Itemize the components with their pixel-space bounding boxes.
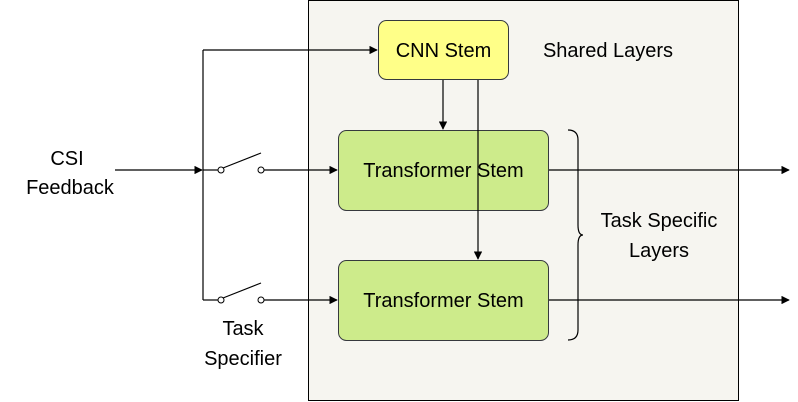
- task-specific-label-line2: Layers: [629, 240, 689, 262]
- transformer-stem-bottom-label: Transformer Stem: [363, 290, 523, 312]
- transformer-stem-bottom-block: [338, 260, 549, 341]
- cnn-stem-label: CNN Stem: [396, 40, 492, 62]
- switch-bottom-blade: [222, 282, 262, 299]
- switch-bottom-contact-left: [217, 296, 225, 304]
- task-specifier-label-line1: Task: [222, 318, 264, 340]
- task-specific-label-line1: Task Specific: [601, 210, 718, 232]
- switch-top-contact-left: [217, 166, 225, 174]
- shared-layers-label: Shared Layers: [543, 40, 673, 62]
- task-specifier-label-line2: Specifier: [204, 348, 282, 370]
- switch-bottom-contact-right: [257, 296, 265, 304]
- task-specific-brace: [567, 129, 584, 341]
- switch-top-blade: [222, 152, 262, 169]
- cnn-stem-block: [378, 20, 509, 80]
- transformer-stem-top-label: Transformer Stem: [363, 160, 523, 182]
- csi-feedback-label-line1: CSI: [50, 148, 83, 170]
- csi-feedback-label-line2: Feedback: [26, 177, 115, 199]
- switch-top-contact-right: [257, 166, 265, 174]
- transformer-stem-top-block: [338, 130, 549, 211]
